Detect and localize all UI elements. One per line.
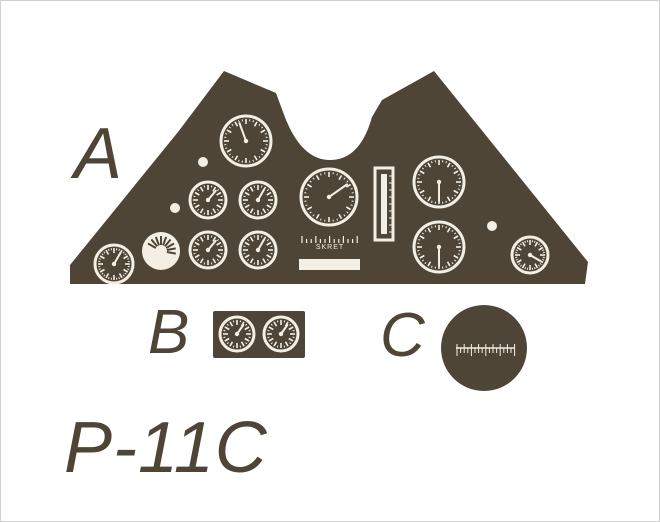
gauge-dial xyxy=(510,235,550,275)
mount-dot xyxy=(170,203,180,213)
gauge-dial xyxy=(238,180,278,220)
placard-bar xyxy=(299,259,360,270)
panel-b-label: B xyxy=(148,298,190,367)
gauge-dial xyxy=(93,243,135,285)
gauge-dial xyxy=(219,114,273,168)
gauge-dial xyxy=(299,167,359,227)
mount-dot xyxy=(487,221,497,231)
gauge-dial xyxy=(188,180,228,220)
gauge-needle xyxy=(238,122,247,142)
mount-dot xyxy=(198,157,208,167)
gauge-dial xyxy=(218,315,256,353)
center-scale-indicator: SKRET xyxy=(301,236,358,251)
panel-c-label: C xyxy=(380,301,425,370)
gauge-dial xyxy=(412,220,466,274)
gauge-dial xyxy=(262,315,300,353)
skret-label: SKRET xyxy=(316,244,344,251)
gauge-dial xyxy=(412,155,466,209)
compass-scale xyxy=(456,344,516,356)
gauge-dial xyxy=(188,230,228,270)
gauge-needle xyxy=(328,183,349,198)
gauge-group xyxy=(93,114,550,353)
aircraft-model-title: P-11C xyxy=(64,408,268,488)
gauge-dial xyxy=(238,230,278,270)
panel-a-label: A xyxy=(74,114,123,194)
white-knob xyxy=(142,232,180,270)
vertical-fuel-gauge xyxy=(373,166,395,242)
